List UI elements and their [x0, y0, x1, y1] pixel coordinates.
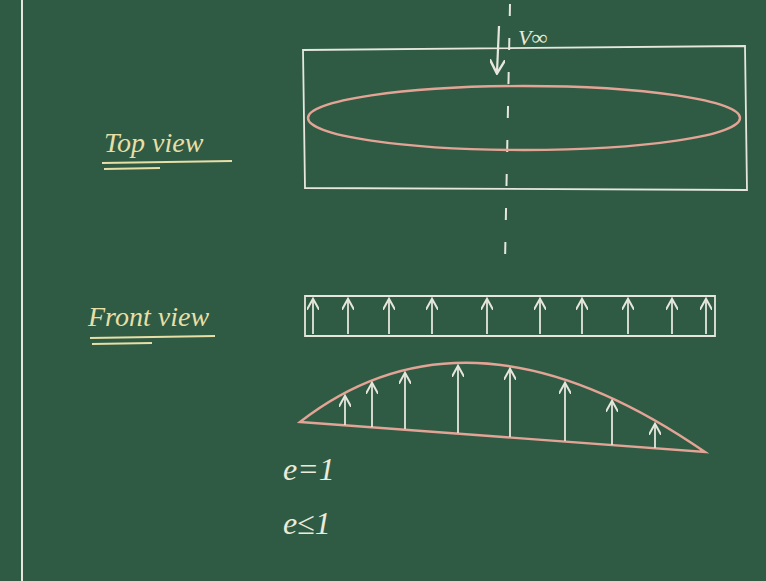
- underline: [102, 161, 232, 169]
- efficiency-label: e=1: [283, 452, 335, 487]
- velocity-label: V∞: [518, 26, 547, 50]
- view-title: Top view: [104, 128, 203, 159]
- elliptic-load-arrows: [345, 367, 655, 448]
- efficiency-label: e≤1: [283, 506, 331, 541]
- view-title: Front view: [88, 302, 209, 333]
- planform-box: [303, 46, 747, 190]
- center-line: [505, 4, 510, 262]
- board-edge: [21, 0, 23, 581]
- elliptic-wing: [308, 86, 740, 150]
- underline: [90, 336, 215, 344]
- elliptic-load: [300, 363, 705, 452]
- uniform-load: [305, 296, 715, 336]
